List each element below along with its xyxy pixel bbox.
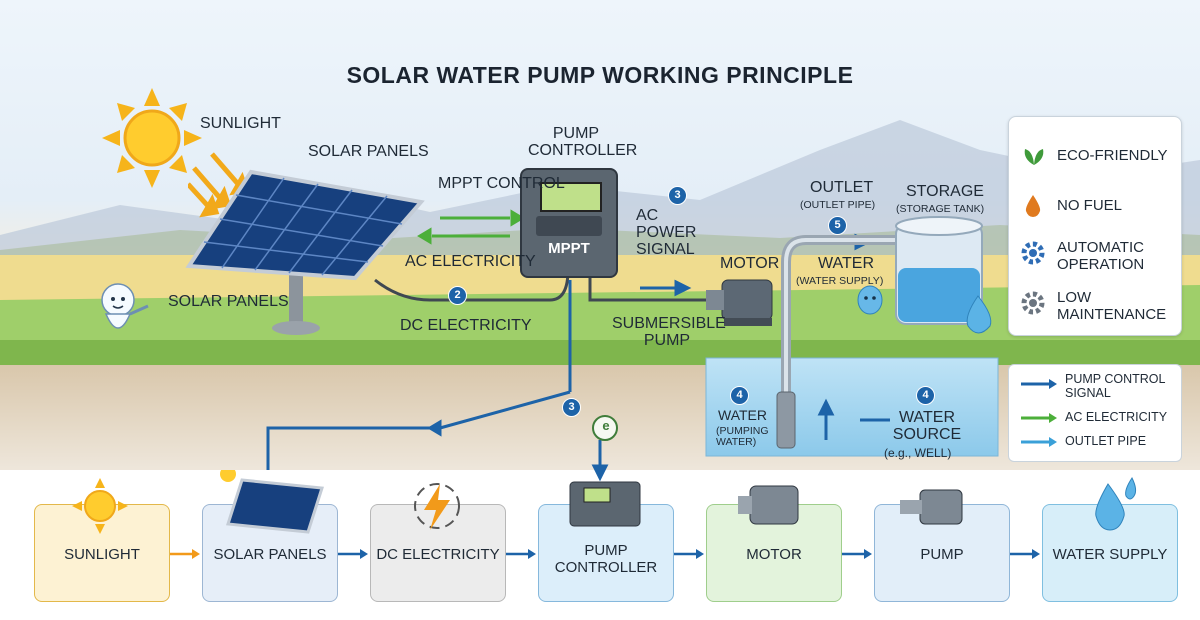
step-badge: 5 [828,216,847,235]
flow-label: WATER SUPPLY [1052,546,1168,563]
feature-no-fuel: NO FUEL [1057,197,1123,214]
storage-sub-label: (STORAGE TANK) [896,203,985,215]
features-panel: ECO-FRIENDLY NO FUEL AUTOMATIC OPERATION… [1008,116,1182,336]
feature-eco-friendly: ECO-FRIENDLY [1057,147,1168,164]
key-pump-control-signal: PUMP CONTROL SIGNAL [1065,372,1166,400]
mppt-screen-label: MPPT [548,240,590,257]
pumping-water-sub-label: (PUMPING WATER) [716,425,769,449]
water-source-sub-label: (e.g., WELL) [884,446,952,460]
energy-symbol: e [602,418,610,433]
flow-step-motor: MOTOR [706,504,842,602]
sun-icon [102,88,202,188]
solar-panels-top-label: SOLAR PANELS [308,143,429,160]
pump-control-signal-arrow [1021,379,1057,389]
page-title: SOLAR WATER PUMP WORKING PRINCIPLE [346,62,854,88]
step-badge: 4 [730,386,749,405]
flow-label: MOTOR [746,546,802,563]
step-badge: 2 [448,286,467,305]
water-label: WATER [818,255,874,272]
ac-power-signal-label: AC POWER SIGNAL [636,207,697,258]
storage-label: STORAGE [906,183,984,200]
outlet-label: OUTLET [810,179,874,196]
flow-label: PUMP [920,546,964,563]
lightning-icon [414,483,460,530]
step-badge: 3 [562,398,581,417]
flow-label: PUMP CONTROLLER [554,542,658,576]
line-key-panel: PUMP CONTROL SIGNAL AC ELECTRICITY OUTLE… [1008,364,1182,462]
water-sub-label: (WATER SUPPLY) [796,275,884,287]
flow-label: SUNLIGHT [64,546,140,563]
key-outlet-pipe: OUTLET PIPE [1065,434,1147,448]
water-source-label: WATER SOURCE [892,409,962,443]
ac-electricity-arrow [1021,413,1057,423]
dc-cable [374,269,570,302]
mascot-left [101,283,149,329]
feature-low-maintenance: LOW MAINTENANCE [1057,289,1167,324]
submersible-pump-label: SUBMERSIBLE PUMP [612,315,726,349]
ac-electricity-label: AC ELECTRICITY [405,253,536,270]
flow-step-water-supply: WATER SUPPLY [1042,504,1178,602]
flow-step-sunlight: SUNLIGHT [34,504,170,602]
pump-icon [900,489,963,525]
sun-icon [72,478,128,534]
solar-panels-side-label: SOLAR PANELS [168,293,289,310]
leaf-icon [1024,149,1044,165]
step-badge: 3 [668,186,687,205]
pump-controller-label: PUMP CONTROLLER [528,125,638,159]
controller-icon [569,481,641,527]
step-badge: 4 [916,386,935,405]
pumping-water-label: WATER [718,407,767,423]
motor-label: MOTOR [720,255,780,272]
fuel-drop-icon [1025,195,1041,217]
feature-automatic-operation: AUTOMATIC OPERATION [1057,239,1145,274]
motor-icon [738,485,799,525]
gear-icon [1021,291,1045,315]
flow-label: DC ELECTRICITY [376,546,500,563]
pump-controller-device: MPPT [520,168,618,278]
key-ac-electricity: AC ELECTRICITY [1065,410,1168,424]
sun-rays-arrows [188,152,250,218]
flow-graphics [72,470,1137,559]
sunlight-label: SUNLIGHT [200,115,281,132]
outlet-sub-label: (OUTLET PIPE) [800,199,876,211]
solar-panel-icon [220,470,324,534]
gear-icon [1021,241,1045,265]
solar-panel-array [185,169,425,335]
flow-label: SOLAR PANELS [213,546,327,563]
motor-cable [588,268,720,302]
water-drop-icon [1095,477,1137,531]
mppt-control-label: MPPT CONTROL [438,175,565,192]
outlet-pipe-arrow [1021,437,1057,447]
dc-electricity-label: DC ELECTRICITY [400,317,532,334]
